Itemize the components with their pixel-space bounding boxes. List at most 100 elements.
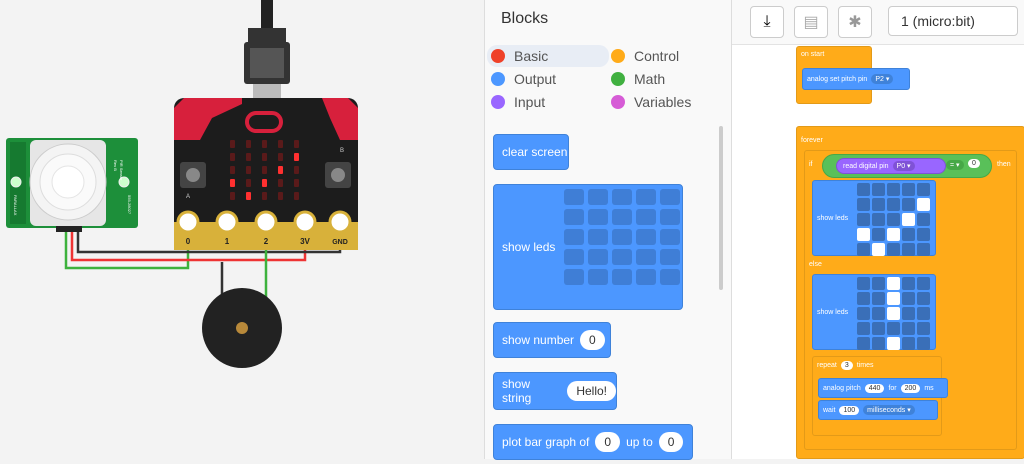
led-toggle[interactable] (902, 322, 915, 335)
led-toggle[interactable] (902, 307, 915, 320)
pitch-pin-dropdown[interactable]: P2 ▾ (871, 74, 894, 84)
led-toggle[interactable] (887, 183, 900, 196)
led-toggle[interactable] (872, 198, 885, 211)
led-toggle[interactable] (612, 209, 632, 225)
led-toggle[interactable] (564, 189, 584, 205)
led-toggle[interactable] (588, 249, 608, 265)
button-b[interactable] (331, 168, 345, 182)
pin-2[interactable] (254, 210, 278, 234)
led-toggle[interactable] (660, 249, 680, 265)
led-toggle[interactable] (857, 183, 870, 196)
pin-gnd[interactable] (328, 210, 352, 234)
led-toggle[interactable] (636, 229, 656, 245)
led-toggle[interactable] (887, 322, 900, 335)
plot-bar-graph-block[interactable]: plot bar graph of 0 up to 0 (493, 424, 693, 460)
download-button[interactable]: ⤓ (750, 6, 784, 38)
led-toggle[interactable] (564, 229, 584, 245)
led-toggle[interactable] (612, 249, 632, 265)
led-toggle[interactable] (902, 213, 915, 226)
led-toggle[interactable] (612, 189, 632, 205)
analog-pitch-block[interactable]: analog pitch 440 for 200 ms (818, 378, 948, 398)
led-toggle[interactable] (872, 307, 885, 320)
category-math[interactable]: Math (611, 68, 665, 90)
led-toggle[interactable] (872, 213, 885, 226)
clear-screen-block[interactable]: clear screen (493, 134, 569, 170)
led-toggle[interactable] (887, 277, 900, 290)
show-leds-else-block[interactable]: show leds (812, 274, 936, 350)
led-toggle[interactable] (660, 269, 680, 285)
digital-pin-dropdown[interactable]: P0 ▾ (892, 161, 915, 171)
equals-dropdown[interactable]: = ▾ (946, 160, 964, 170)
led-toggle[interactable] (917, 322, 930, 335)
led-toggle[interactable] (612, 269, 632, 285)
led-toggle[interactable] (917, 292, 930, 305)
led-toggle[interactable] (564, 209, 584, 225)
wait-block[interactable]: wait 100 milliseconds ▾ (818, 400, 938, 420)
category-basic[interactable]: Basic (487, 45, 609, 67)
led-toggle[interactable] (887, 337, 900, 350)
plot-bar-upto-input[interactable]: 0 (658, 432, 684, 452)
led-toggle[interactable] (887, 307, 900, 320)
show-leds-then-block[interactable]: show leds (812, 180, 936, 256)
category-input[interactable]: Input (491, 91, 545, 113)
led-toggle[interactable] (857, 277, 870, 290)
led-toggle[interactable] (872, 183, 885, 196)
show-leds-else-grid[interactable] (857, 277, 930, 350)
compare-value-input[interactable]: 0 (968, 159, 980, 168)
category-variables[interactable]: Variables (611, 91, 691, 113)
led-toggle[interactable] (636, 269, 656, 285)
led-toggle[interactable] (917, 277, 930, 290)
led-toggle[interactable] (857, 243, 870, 256)
led-toggle[interactable] (902, 183, 915, 196)
led-toggle[interactable] (660, 189, 680, 205)
led-toggle[interactable] (588, 269, 608, 285)
debug-button[interactable]: ✱ (838, 6, 872, 38)
led-toggle[interactable] (872, 228, 885, 241)
led-toggle[interactable] (636, 249, 656, 265)
category-control[interactable]: Control (611, 45, 679, 67)
pin-3v[interactable] (293, 210, 317, 234)
led-toggle[interactable] (612, 229, 632, 245)
pitch-value-input[interactable]: 440 (864, 383, 885, 393)
led-toggle[interactable] (857, 307, 870, 320)
show-string-block[interactable]: show string Hello! (493, 372, 617, 410)
pir-sensor[interactable] (6, 138, 138, 232)
led-toggle[interactable] (872, 322, 885, 335)
microbit-logo[interactable] (245, 111, 283, 133)
led-toggle[interactable] (887, 292, 900, 305)
repeat-count-input[interactable]: 3 (840, 361, 853, 370)
led-toggle[interactable] (887, 198, 900, 211)
led-toggle[interactable] (872, 337, 885, 350)
led-toggle[interactable] (564, 269, 584, 285)
led-toggle[interactable] (636, 189, 656, 205)
led-toggle[interactable] (902, 228, 915, 241)
read-digital-pin-block[interactable]: read digital pin P0 ▾ (836, 158, 946, 174)
button-a[interactable] (186, 168, 200, 182)
led-toggle[interactable] (588, 229, 608, 245)
led-toggle[interactable] (917, 198, 930, 211)
led-toggle[interactable] (902, 243, 915, 256)
led-toggle[interactable] (917, 183, 930, 196)
led-toggle[interactable] (902, 277, 915, 290)
led-toggle[interactable] (872, 243, 885, 256)
led-toggle[interactable] (887, 243, 900, 256)
pin-1[interactable] (215, 210, 239, 234)
led-toggle[interactable] (887, 213, 900, 226)
led-toggle[interactable] (887, 228, 900, 241)
code-workspace[interactable]: ⤓ ▤ ✱ 1 (micro:bit) on start analog set … (731, 0, 1024, 459)
wait-unit-dropdown[interactable]: milliseconds ▾ (863, 405, 915, 415)
led-toggle[interactable] (564, 249, 584, 265)
show-leds-grid[interactable] (564, 189, 680, 285)
palette-scrollbar[interactable] (719, 126, 723, 290)
category-output[interactable]: Output (491, 68, 556, 90)
analog-set-pitch-block[interactable]: analog set pitch pin P2 ▾ (802, 68, 910, 90)
led-toggle[interactable] (917, 213, 930, 226)
duration-input[interactable]: 200 (900, 383, 921, 393)
led-toggle[interactable] (857, 213, 870, 226)
show-leds-block[interactable]: show leds (493, 184, 683, 310)
archive-button[interactable]: ▤ (794, 6, 828, 38)
led-toggle[interactable] (636, 209, 656, 225)
led-toggle[interactable] (872, 292, 885, 305)
pin-0[interactable] (176, 210, 200, 234)
led-toggle[interactable] (872, 277, 885, 290)
